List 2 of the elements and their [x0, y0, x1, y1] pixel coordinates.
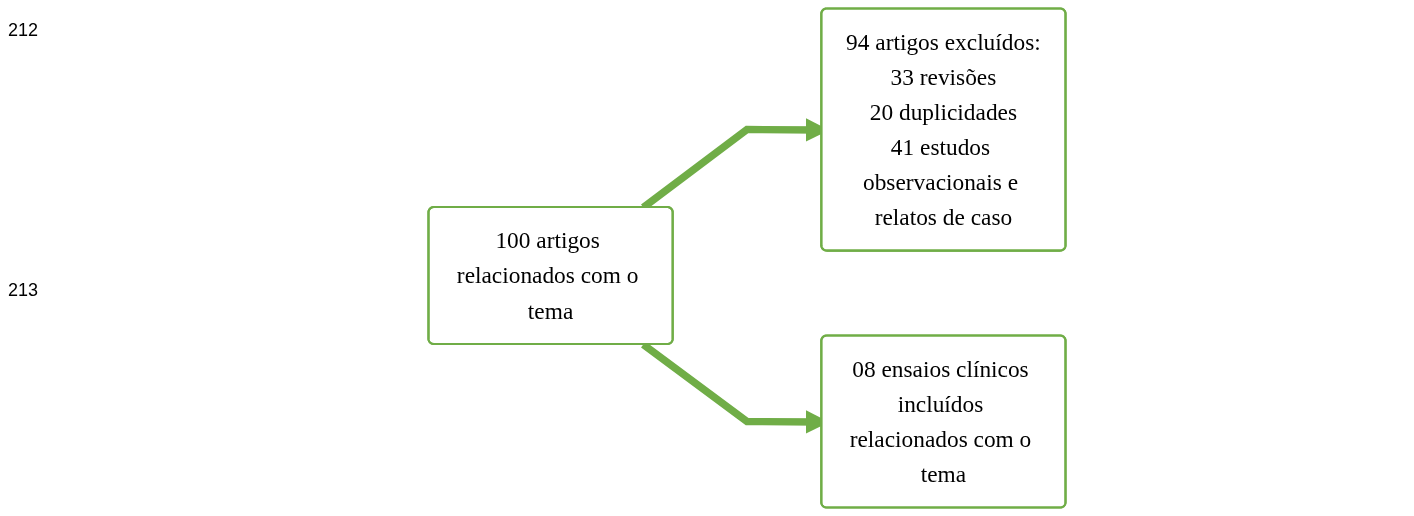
line-number: 213	[8, 280, 39, 301]
line-number: 212	[8, 20, 39, 41]
